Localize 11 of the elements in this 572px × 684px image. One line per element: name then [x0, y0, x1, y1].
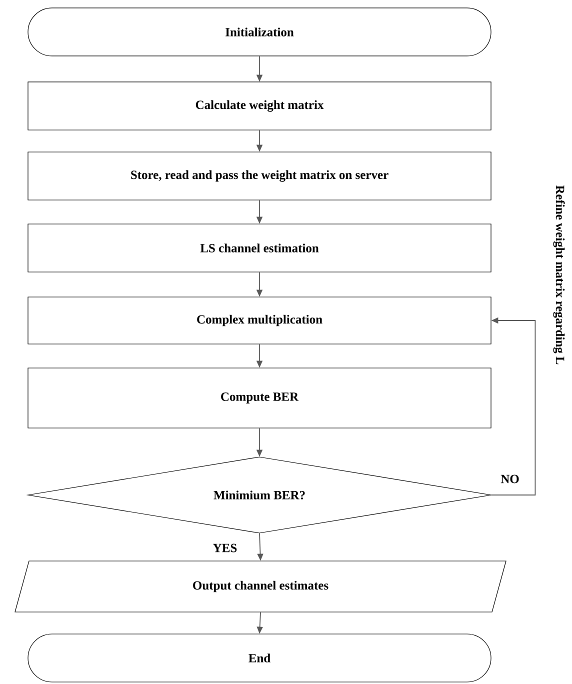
process-box: Store, read and pass the weight matrix on server [28, 152, 492, 200]
edge-label: NO [500, 474, 520, 484]
side-label: Refine weight matrix regarding L [553, 185, 565, 364]
terminal-box: End [28, 634, 492, 682]
edge-label: YES [212, 542, 238, 554]
terminal-box: Initialization [28, 8, 492, 56]
process-box: Complex multiplication [28, 296, 492, 344]
io-parallelogram: Output channel estimates [14, 560, 506, 612]
process-box: LS channel estimation [28, 224, 492, 272]
process-box: Calculate weight matrix [28, 82, 492, 130]
process-box: Compute BER [28, 368, 492, 428]
